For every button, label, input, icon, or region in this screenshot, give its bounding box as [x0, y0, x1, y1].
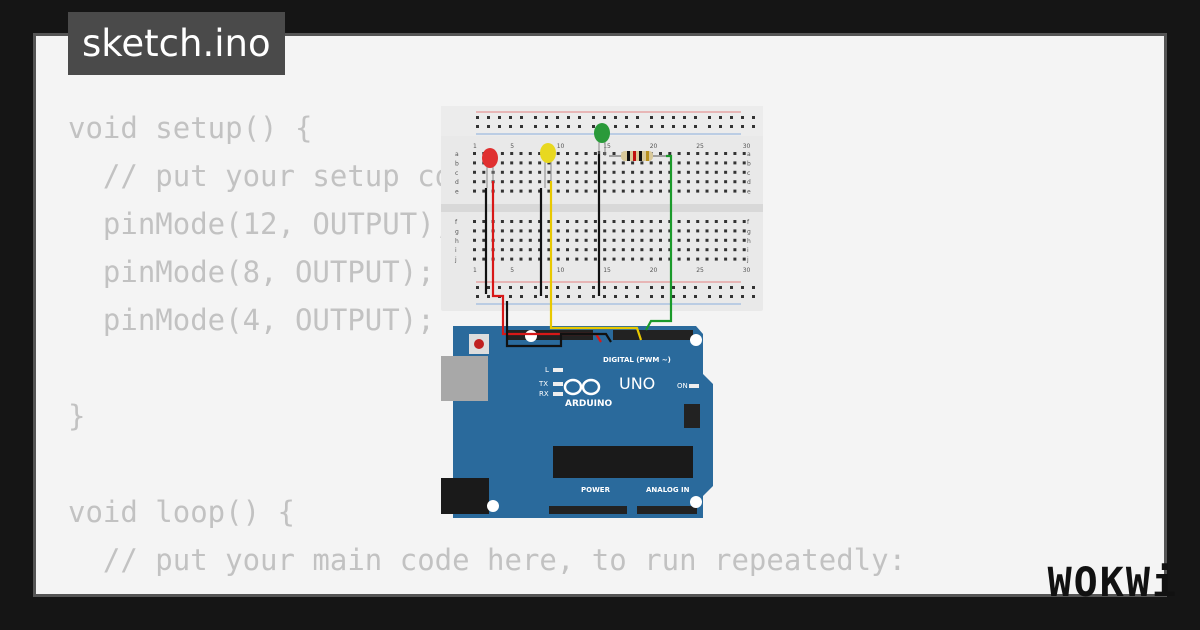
code-line: }	[68, 399, 86, 433]
breadboard-label: 25	[696, 267, 704, 274]
digital-label: DIGITAL (PWM ~)	[603, 356, 671, 364]
breadboard-label: 1	[473, 267, 477, 274]
code-line: digitalWrite(12, HIGH);	[68, 584, 906, 594]
analog-label: ANALOG IN	[646, 486, 690, 494]
code-line: // put your main code here, to run repea…	[68, 543, 907, 577]
on-label: ON	[677, 382, 688, 390]
arduino-uno-board: DIGITAL (PWM ~) UNO ARDUINO L TX RX ON P…	[441, 326, 713, 518]
breadboard-label: i	[747, 247, 749, 254]
breadboard-label: g	[747, 228, 751, 235]
breadboard-label: 15	[603, 143, 611, 150]
code-line: void loop() {	[68, 495, 295, 529]
code-line: pinMode(4, OUTPUT);	[68, 303, 435, 337]
breadboard-label: h	[747, 238, 751, 245]
breadboard-label: 20	[650, 267, 658, 274]
wire-black-gnd	[505, 301, 612, 348]
wokwi-logo: WOKWi	[1047, 560, 1178, 606]
breadboard-label: b	[455, 160, 459, 167]
preview-card: void setup() { // put your setup code h …	[33, 33, 1167, 597]
breadboard-label: 10	[557, 143, 565, 150]
breadboard-label: 20	[650, 143, 658, 150]
green-led[interactable]	[594, 123, 610, 156]
power-jack	[441, 478, 489, 514]
led-rx-label: RX	[539, 390, 549, 398]
breadboard-label: c	[747, 170, 750, 177]
logo-infinity-icon	[563, 378, 601, 396]
breadboard-label: f	[455, 219, 458, 226]
yellow-led[interactable]	[540, 143, 556, 188]
breadboard-label: 5	[510, 267, 514, 274]
breadboard-label: 10	[557, 267, 565, 274]
file-tab[interactable]: sketch.ino	[68, 12, 285, 75]
power-label: POWER	[581, 486, 611, 494]
breadboard-label: a	[455, 151, 459, 158]
breadboard-label: 1	[473, 143, 477, 150]
breadboard-label: c	[455, 170, 458, 177]
wire-green	[645, 154, 673, 331]
breadboard-label: e	[455, 189, 459, 196]
breadboard-label: j	[746, 257, 749, 264]
breadboard-label: h	[455, 238, 459, 245]
breadboard-label: b	[747, 160, 751, 167]
breadboard-label: 30	[743, 143, 751, 150]
resistor[interactable]	[609, 151, 666, 161]
breadboard-label: 30	[743, 267, 751, 274]
breadboard-label: d	[455, 179, 459, 186]
red-led[interactable]	[482, 148, 498, 188]
microcontroller-chip	[553, 446, 693, 478]
breadboard-label: 15	[603, 267, 611, 274]
breadboard-label: j	[454, 257, 457, 264]
code-line: void setup() {	[68, 111, 313, 145]
breadboard-label: g	[455, 228, 459, 235]
uno-label: UNO	[619, 374, 655, 393]
arduino-brand: ARDUINO	[565, 399, 613, 409]
usb-port	[441, 356, 488, 401]
wires	[484, 151, 673, 348]
code-line: pinMode(8, OUTPUT);	[68, 255, 435, 289]
breadboard-label: d	[747, 179, 751, 186]
led-tx-label: TX	[538, 380, 548, 388]
wire-red	[491, 181, 602, 343]
breadboard-label: e	[747, 189, 751, 196]
code-line: pinMode(12, OUTPUT);	[68, 207, 453, 241]
breadboard-label: i	[455, 247, 457, 254]
breadboard-label: 5	[510, 143, 514, 150]
led-l-label: L	[545, 366, 549, 374]
wire-yellow	[549, 181, 643, 341]
breadboard-label: a	[747, 151, 751, 158]
breadboard-label: f	[747, 219, 750, 226]
breadboard-label: 25	[696, 143, 704, 150]
